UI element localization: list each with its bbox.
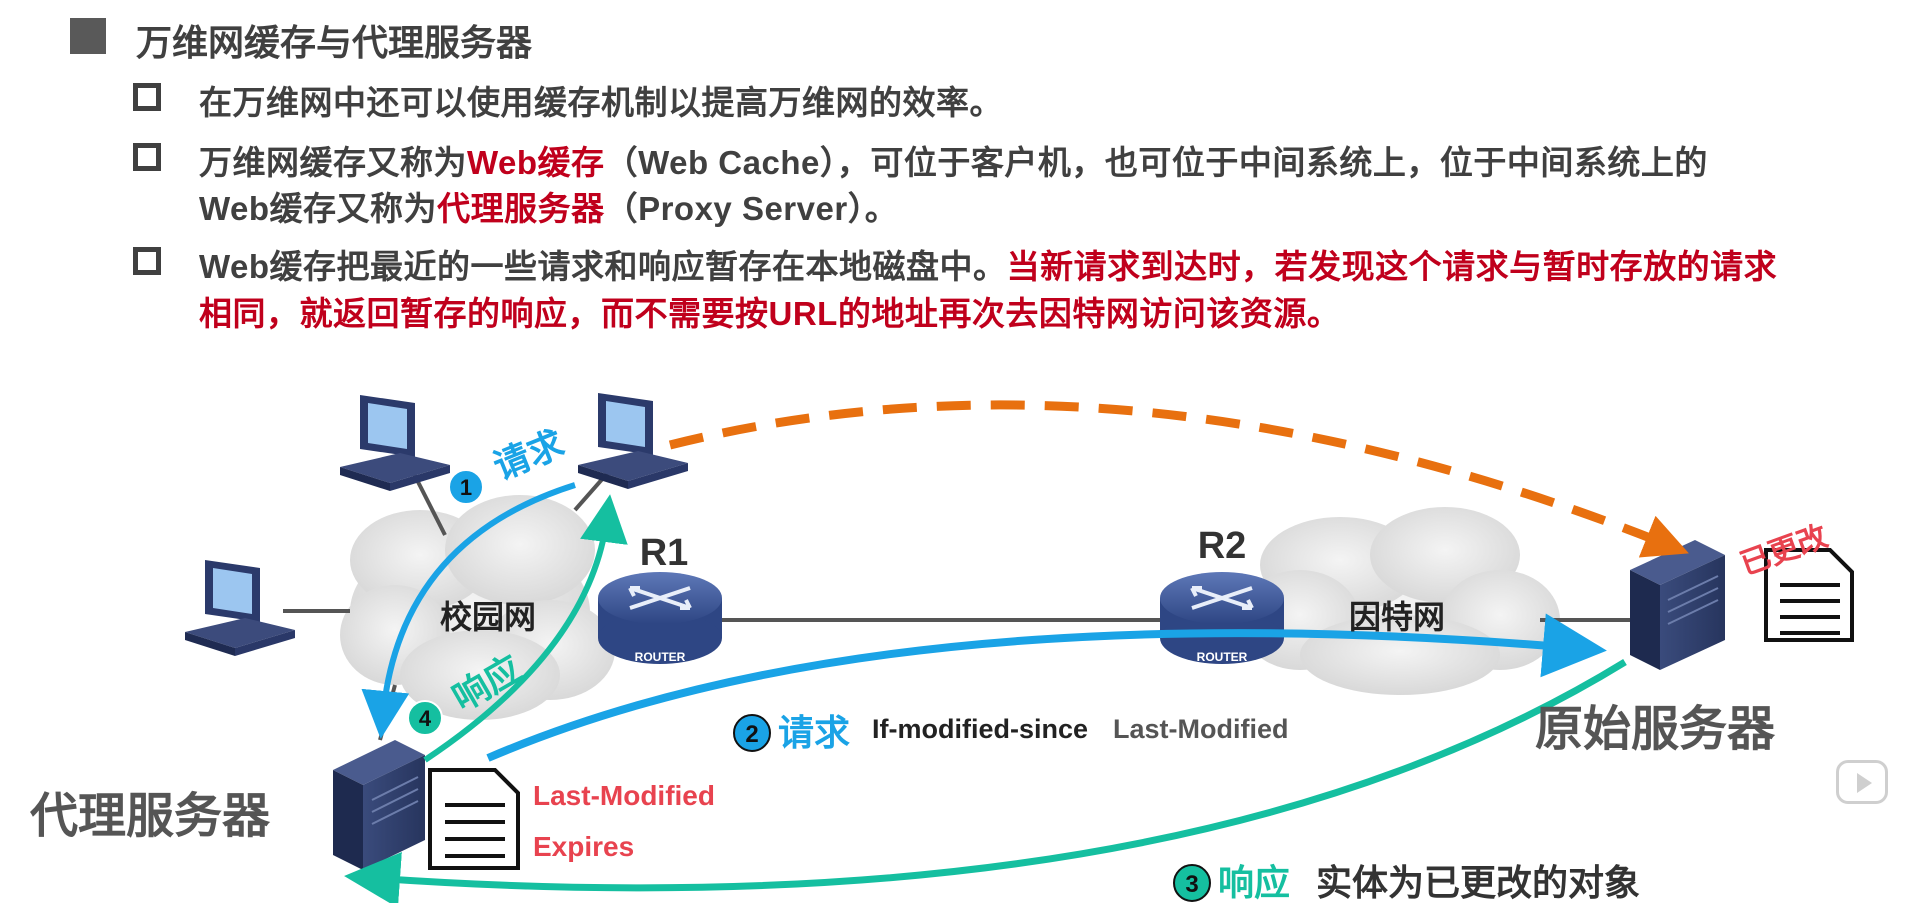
step2-header-value: Last-Modified — [1113, 714, 1289, 744]
step3-description: 实体为已更改的对象 — [1316, 862, 1640, 903]
client-computer-2 — [578, 393, 688, 489]
step4-number: 4 — [419, 706, 432, 731]
bullet-2-line-2: Web缓存又称为代理服务器（Proxy Server）。 — [199, 182, 898, 230]
proxy-cache-document-icon — [428, 768, 520, 870]
step3-circle — [1173, 864, 1211, 902]
bullet-text-segment: 当新请求到达时，若发现这个请求与暂时存放的请求 — [1006, 248, 1778, 285]
campus-network-cloud — [340, 495, 615, 720]
bullet-3-line-2: 相同，就返回暂存的响应，而不需要按URL的地址再次去因特网访问该资源。 — [199, 287, 1340, 335]
cache-expires-label: Expires — [533, 831, 634, 862]
bullet-1-line-1: 在万维网中还可以使用缓存机制以提高万维网的效率。 — [199, 76, 1003, 124]
heading-bullet — [70, 18, 106, 54]
proxy-server-icon — [333, 740, 425, 870]
play-icon — [1857, 773, 1872, 793]
step1-request-arrow — [361, 482, 576, 739]
router-r1: ROUTER — [598, 572, 722, 664]
bullet-checkbox-3 — [133, 247, 161, 275]
bullet-text-segment: 万维网缓存又称为 — [199, 144, 467, 181]
bullet-checkbox-1 — [133, 83, 161, 111]
bullet-text-segment: （Proxy Server）。 — [604, 190, 899, 227]
bullet-text-segment: Web缓存又称为 — [199, 190, 438, 227]
step3-response-arrow — [344, 659, 1627, 903]
direct-request-dashed-arrow — [668, 400, 1689, 558]
bullet-3-line-1: Web缓存把最近的一些请求和响应暂存在本地磁盘中。当新请求到达时，若发现这个请求… — [199, 240, 1777, 288]
origin-document-icon — [1764, 548, 1854, 642]
origin-server-icon — [1630, 540, 1725, 670]
proxy-server-label: 代理服务器 — [29, 790, 271, 843]
r2-label: R2 — [1198, 525, 1247, 567]
router-r2-text: ROUTER — [1197, 650, 1248, 664]
step2-label: 请求 — [778, 712, 850, 753]
bullet-2-line-1: 万维网缓存又称为Web缓存（Web Cache），可位于客户机，也可位于中间系统… — [199, 136, 1708, 184]
bullet-text-segment: 在万维网中还可以使用缓存机制以提高万维网的效率。 — [199, 84, 1003, 121]
internet-label: 因特网 — [1349, 599, 1445, 635]
router-r2: ROUTER — [1160, 572, 1284, 664]
step3-label: 响应 — [1218, 862, 1290, 903]
client-computer-1 — [340, 395, 450, 491]
campus-network-label: 校园网 — [440, 599, 536, 635]
play-button[interactable] — [1836, 760, 1888, 804]
step2-circle — [733, 714, 771, 752]
bullet-text-segment: 相同，就返回暂存的响应，而不需要按URL的地址再次去因特网访问该资源。 — [199, 295, 1341, 332]
bullet-text-segment: 代理服务器 — [437, 190, 605, 227]
origin-server-label: 原始服务器 — [1535, 703, 1776, 756]
step3-number: 3 — [1185, 871, 1198, 898]
page-title: 万维网缓存与代理服务器 — [136, 22, 533, 63]
step2-header-field: If-modified-since — [872, 714, 1088, 744]
step4-response-arrow — [423, 494, 628, 763]
step2-request-arrow — [486, 613, 1607, 762]
step4-circle — [407, 700, 443, 736]
bullet-text-segment: （Web Cache），可位于客户机，也可位于中间系统上，位于中间系统上的 — [604, 144, 1708, 181]
bullet-text-segment: Web缓存 — [467, 144, 605, 181]
step1-circle — [448, 469, 484, 505]
step1-number: 1 — [460, 475, 472, 500]
bullet-checkbox-2 — [133, 143, 161, 171]
cache-last-modified-label: Last-Modified — [533, 780, 715, 811]
router-r1-text: ROUTER — [635, 650, 686, 664]
step1-label: 请求 — [488, 422, 570, 487]
bullet-text-segment: Web缓存把最近的一些请求和响应暂存在本地磁盘中。 — [199, 248, 1007, 285]
client-computer-3 — [185, 560, 295, 656]
step2-number: 2 — [745, 721, 758, 748]
r1-label: R1 — [640, 532, 689, 574]
